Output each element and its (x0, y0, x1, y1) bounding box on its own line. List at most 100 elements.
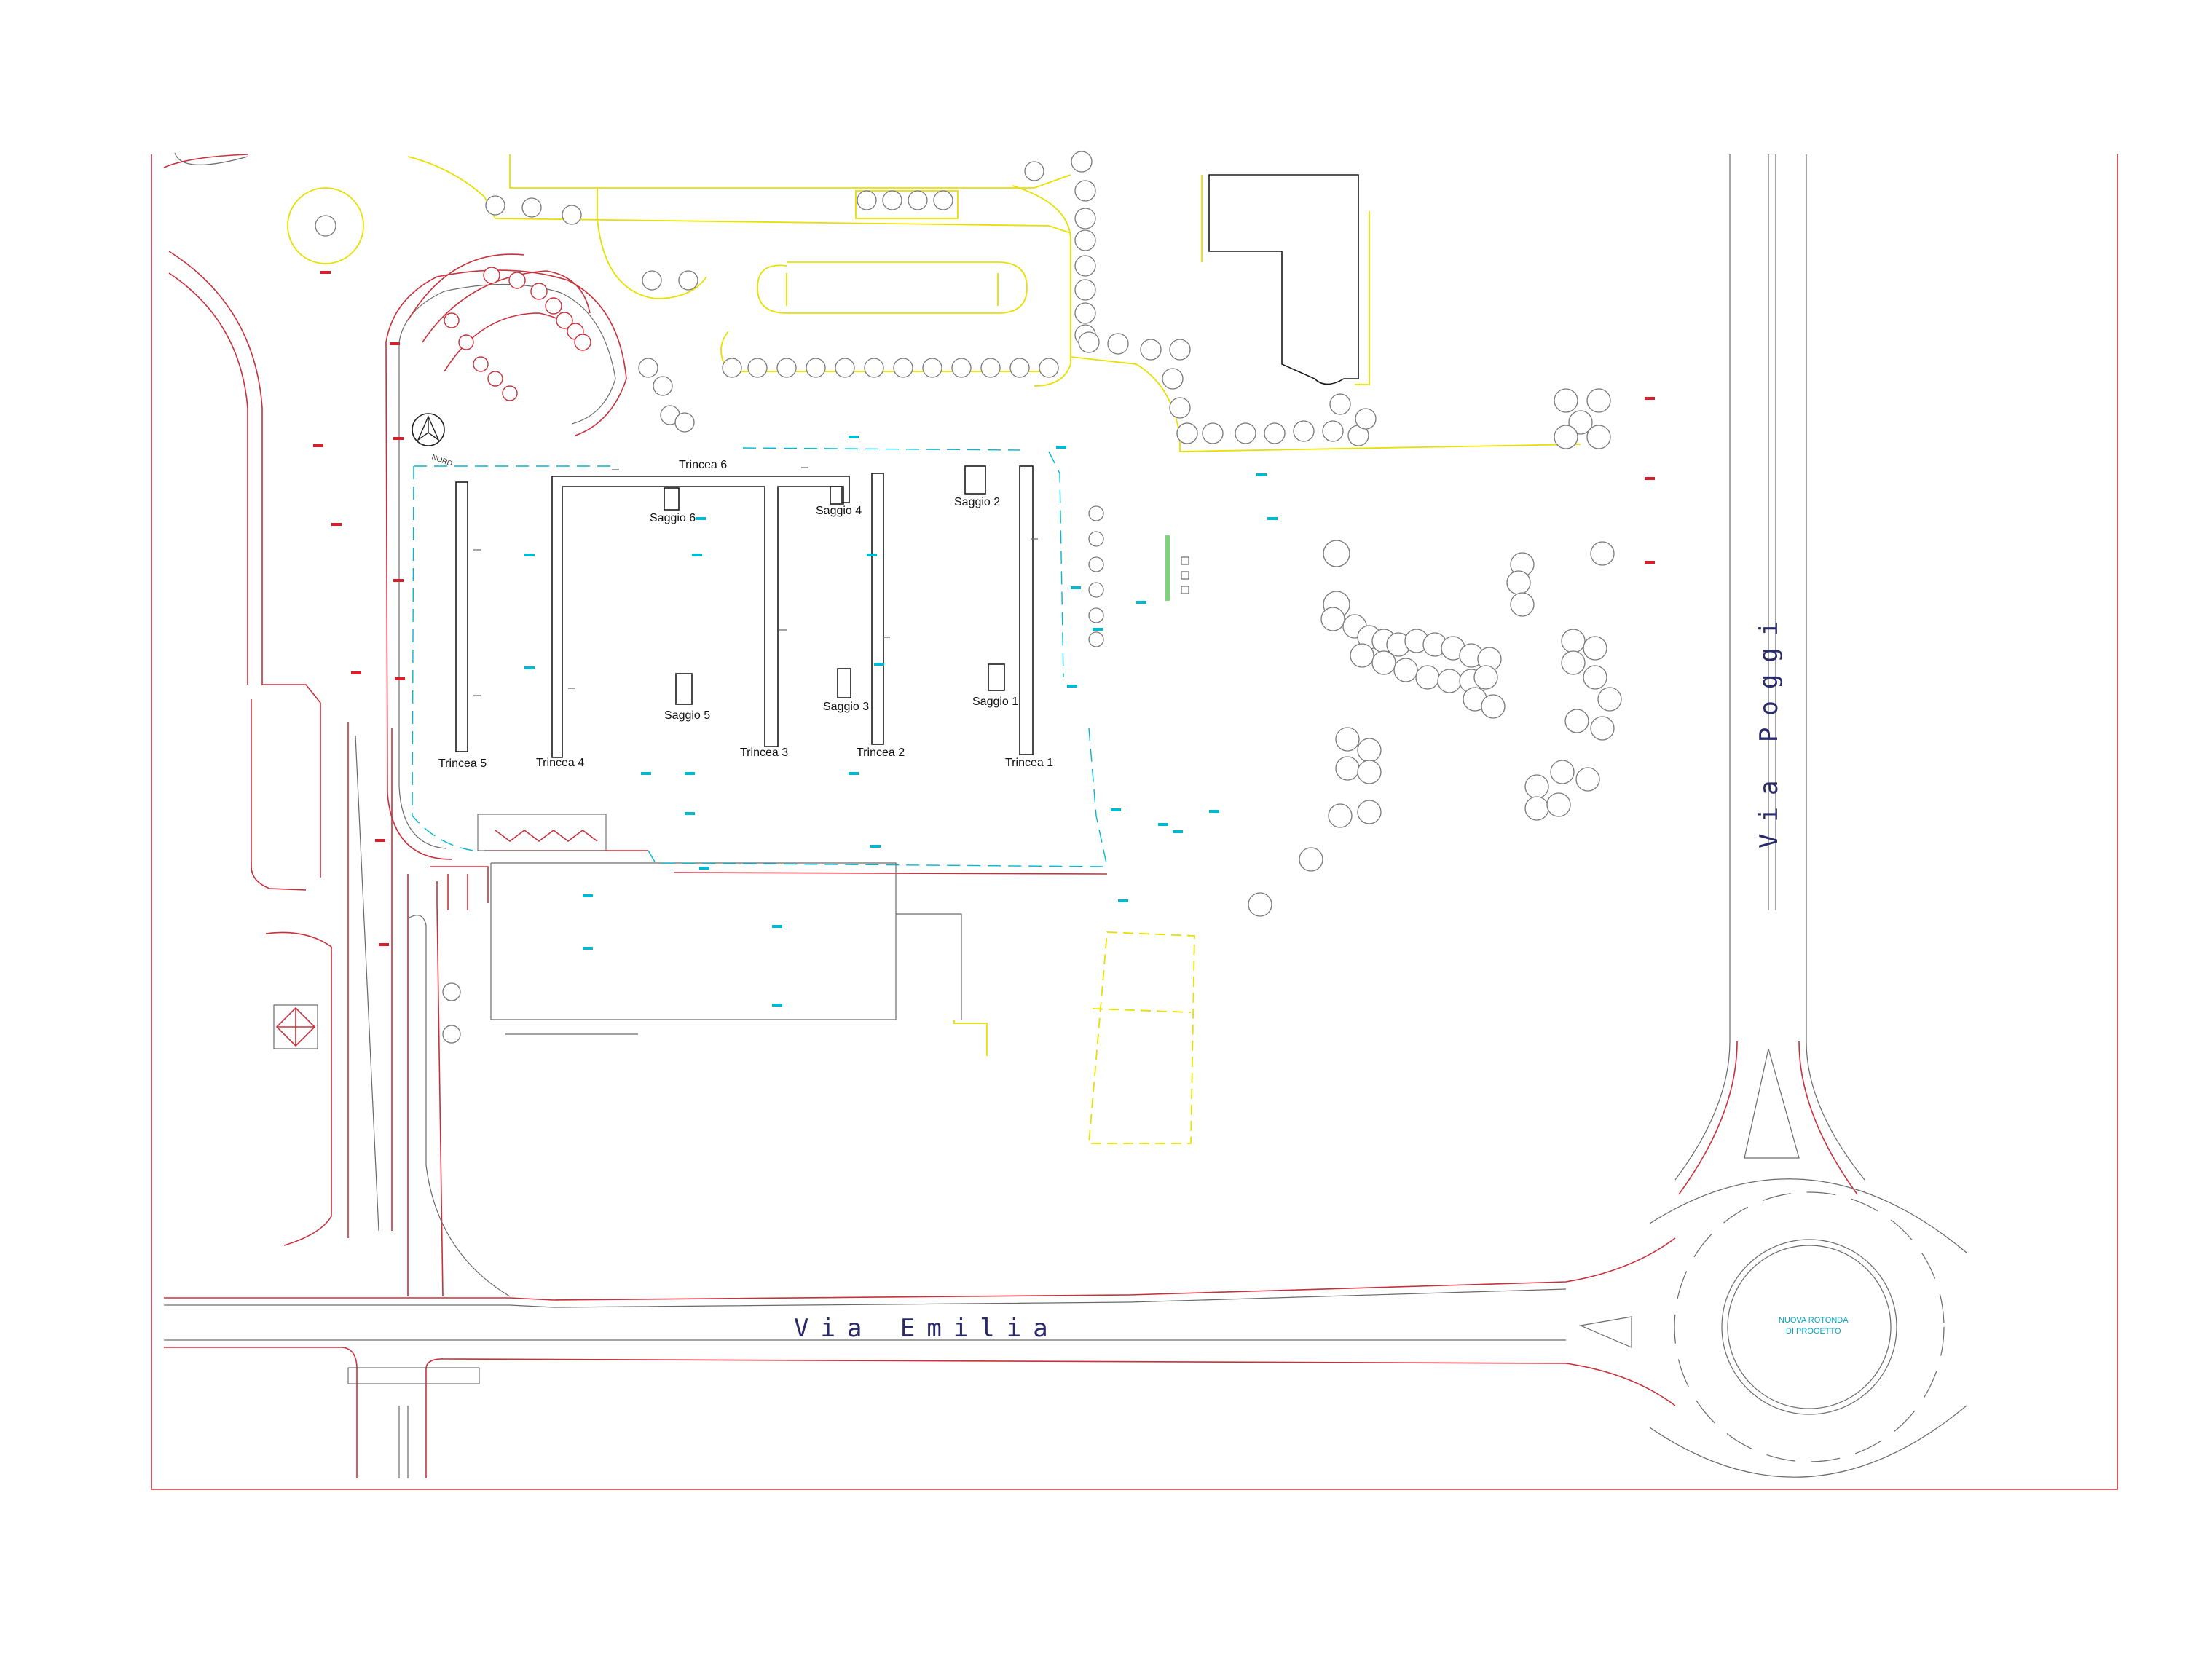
tree-symbol (1510, 592, 1535, 617)
tree-symbol (1074, 279, 1096, 301)
tree-symbol (1583, 665, 1607, 690)
tree-symbol (1393, 658, 1418, 682)
tree-symbol (1561, 629, 1586, 653)
tree-symbol (444, 312, 460, 328)
tree-symbol (1162, 368, 1184, 390)
tree-symbol (530, 283, 548, 300)
tree-symbol (1473, 665, 1498, 690)
tree-symbol (642, 270, 662, 291)
pit-6-label: Saggio 6 (650, 512, 696, 524)
tree-symbol (776, 358, 797, 378)
tree-symbol (487, 371, 503, 387)
tree-symbol (473, 356, 489, 372)
tree-symbol (1107, 333, 1129, 355)
tree-symbols (315, 151, 1622, 1044)
green-samples (1165, 535, 1189, 601)
tree-symbol (951, 358, 972, 378)
tree-symbol (722, 358, 742, 378)
tree-symbol (908, 190, 928, 210)
tree-symbol (1322, 420, 1344, 442)
survey-point (641, 772, 651, 775)
survey-point (524, 554, 535, 556)
tree-symbol (653, 376, 673, 396)
trenches (455, 465, 1038, 758)
tree-symbol (1009, 358, 1030, 378)
survey-point (772, 1004, 782, 1007)
survey-point (524, 666, 535, 669)
building (1208, 174, 1359, 385)
tree-symbol (747, 358, 768, 378)
trench-5 (455, 481, 468, 752)
survey-point (393, 437, 404, 440)
pedestrian-crossing (347, 1367, 480, 1384)
survey-point (393, 579, 404, 582)
pit-labels: Saggio 6 Saggio 4 Saggio 2 Saggio 5 Sagg… (650, 496, 1018, 722)
tree-symbol (1506, 570, 1531, 595)
tree-symbol (1329, 393, 1351, 415)
survey-point (1645, 477, 1655, 480)
tree-symbol (1074, 302, 1096, 324)
tree-symbol (1202, 422, 1224, 444)
tree-symbol (678, 270, 698, 291)
tree-symbol (1088, 556, 1104, 572)
survey-point (685, 812, 695, 815)
survey-point (1173, 830, 1183, 833)
tree-symbol (315, 215, 336, 237)
roundabout-note-line2: DI PROGETTO (1786, 1327, 1841, 1336)
pit-4-label: Saggio 4 (816, 505, 862, 517)
trench-4-label: Trincea 4 (536, 757, 584, 769)
north-arrow: NORD (412, 413, 453, 468)
survey-point (375, 839, 385, 842)
survey-point (313, 444, 323, 447)
tree-symbol (1524, 774, 1549, 799)
tree-symbol (442, 982, 461, 1001)
trench-2-label: Trincea 2 (857, 747, 905, 759)
survey-point (583, 947, 593, 950)
tree-symbol (1335, 727, 1360, 752)
tree-symbol (1176, 422, 1198, 444)
pit-5-label: Saggio 5 (664, 709, 710, 722)
survey-point (1093, 628, 1103, 631)
trench-2 (871, 473, 884, 745)
survey-point (395, 677, 405, 680)
roundabout (1649, 1178, 1967, 1478)
survey-point (583, 894, 593, 897)
tree-symbol (1088, 531, 1104, 547)
tree-symbol (1088, 582, 1104, 598)
tree-symbol (1357, 738, 1382, 763)
tree-symbol (1586, 425, 1611, 449)
tree-symbol (1546, 792, 1571, 817)
tree-symbol (1590, 716, 1615, 741)
tree-symbol (1323, 540, 1350, 567)
tree-symbol (674, 412, 695, 433)
tree-symbol (562, 205, 582, 225)
survey-point (1136, 601, 1146, 604)
tree-symbol (1575, 767, 1600, 792)
retaining-wall (477, 814, 638, 1035)
tree-symbol (1437, 669, 1462, 693)
tree-symbol (1357, 760, 1382, 784)
survey-point (849, 772, 859, 775)
tree-symbol (1568, 410, 1593, 435)
tree-symbol (933, 190, 953, 210)
tree-symbol (1586, 388, 1611, 413)
tree-symbol (1078, 331, 1100, 353)
tree-symbol (1088, 607, 1104, 623)
survey-point (772, 925, 782, 928)
roundabout-note-line1: NUOVA ROTONDA (1779, 1316, 1849, 1325)
survey-point (351, 671, 361, 674)
yellow-features (287, 154, 1581, 1144)
tree-symbol (882, 190, 902, 210)
tree-symbol (1371, 650, 1396, 675)
tree-symbol (502, 385, 518, 401)
survey-point (874, 663, 884, 666)
tree-symbol (1481, 694, 1506, 719)
tree-symbol (980, 358, 1001, 378)
tree-symbol (556, 312, 573, 329)
tree-symbol (1299, 847, 1323, 872)
tree-symbol (483, 267, 500, 284)
tree-symbol (1140, 339, 1162, 361)
tree-symbol (442, 1025, 461, 1044)
survey-point (320, 271, 331, 274)
survey-point (1067, 685, 1077, 688)
